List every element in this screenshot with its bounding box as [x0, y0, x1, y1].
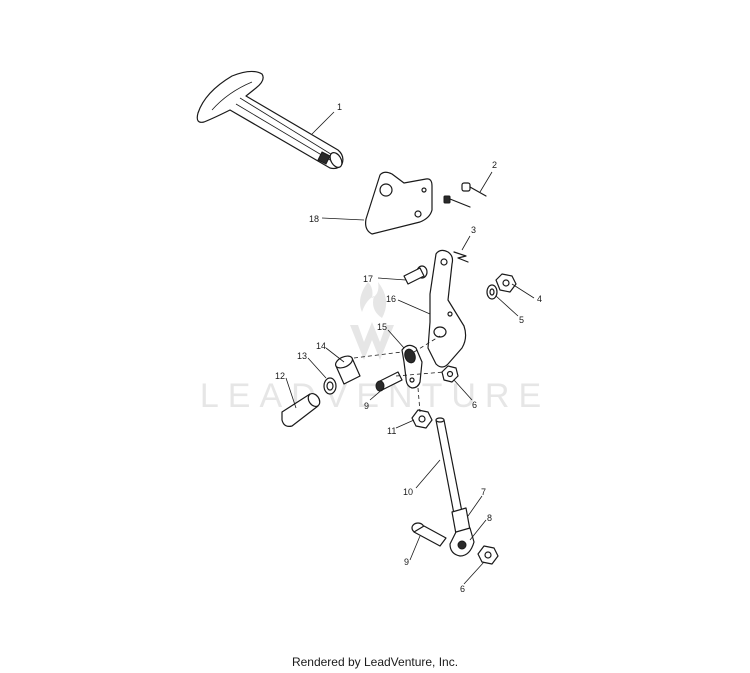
callouts: 1 2 3 4 5 6 7 8 6 9 9 10 11 12 13 14 15 … — [275, 102, 542, 594]
callout-3: 3 — [471, 225, 476, 235]
callout-4: 4 — [537, 294, 542, 304]
pivot-bracket-part — [427, 249, 467, 368]
callout-12: 12 — [275, 371, 285, 381]
watermark: LEADVENTURE — [200, 282, 550, 415]
callout-2: 2 — [492, 160, 497, 170]
pin-part — [281, 392, 321, 427]
bracket-plate-part — [365, 171, 433, 235]
nut-part — [495, 273, 517, 293]
nut-lower-part — [411, 409, 433, 429]
callout-9-upper: 9 — [364, 401, 369, 411]
alignment-lines — [353, 335, 445, 413]
washer-part — [486, 284, 498, 300]
callout-14: 14 — [316, 341, 326, 351]
watermark-text: LEADVENTURE — [200, 377, 550, 415]
callout-16: 16 — [386, 294, 396, 304]
rod-end-part — [449, 507, 475, 557]
callout-6-upper: 6 — [472, 400, 477, 410]
shift-arm-part — [401, 344, 423, 389]
watermark-logo-icon — [350, 282, 394, 360]
callout-6-lower: 6 — [460, 584, 465, 594]
callout-1: 1 — [337, 102, 342, 112]
nut-upper-part — [441, 365, 459, 383]
cotter-pin-part — [453, 251, 469, 263]
shift-lever-part — [196, 70, 344, 170]
bolt-part — [403, 265, 428, 285]
shift-rod-part — [435, 417, 463, 515]
callout-5: 5 — [519, 315, 524, 325]
callout-11: 11 — [387, 426, 396, 436]
leader-lines — [285, 111, 535, 585]
footer-credit: Rendered by LeadVenture, Inc. — [291, 655, 459, 669]
screw-part — [443, 182, 487, 208]
callout-18: 18 — [309, 214, 319, 224]
washer-left-part — [323, 377, 337, 395]
callout-9-lower: 9 — [404, 557, 409, 567]
callout-10: 10 — [403, 487, 413, 497]
callout-17: 17 — [363, 274, 373, 284]
callout-8: 8 — [487, 513, 492, 523]
nut-bottom-part — [477, 545, 499, 565]
bolt-lower-part — [411, 522, 447, 547]
callout-15: 15 — [377, 322, 387, 332]
bushing-part — [334, 355, 361, 385]
bolt-upper-part — [375, 371, 403, 392]
callout-13: 13 — [297, 351, 307, 361]
callout-7: 7 — [481, 487, 486, 497]
